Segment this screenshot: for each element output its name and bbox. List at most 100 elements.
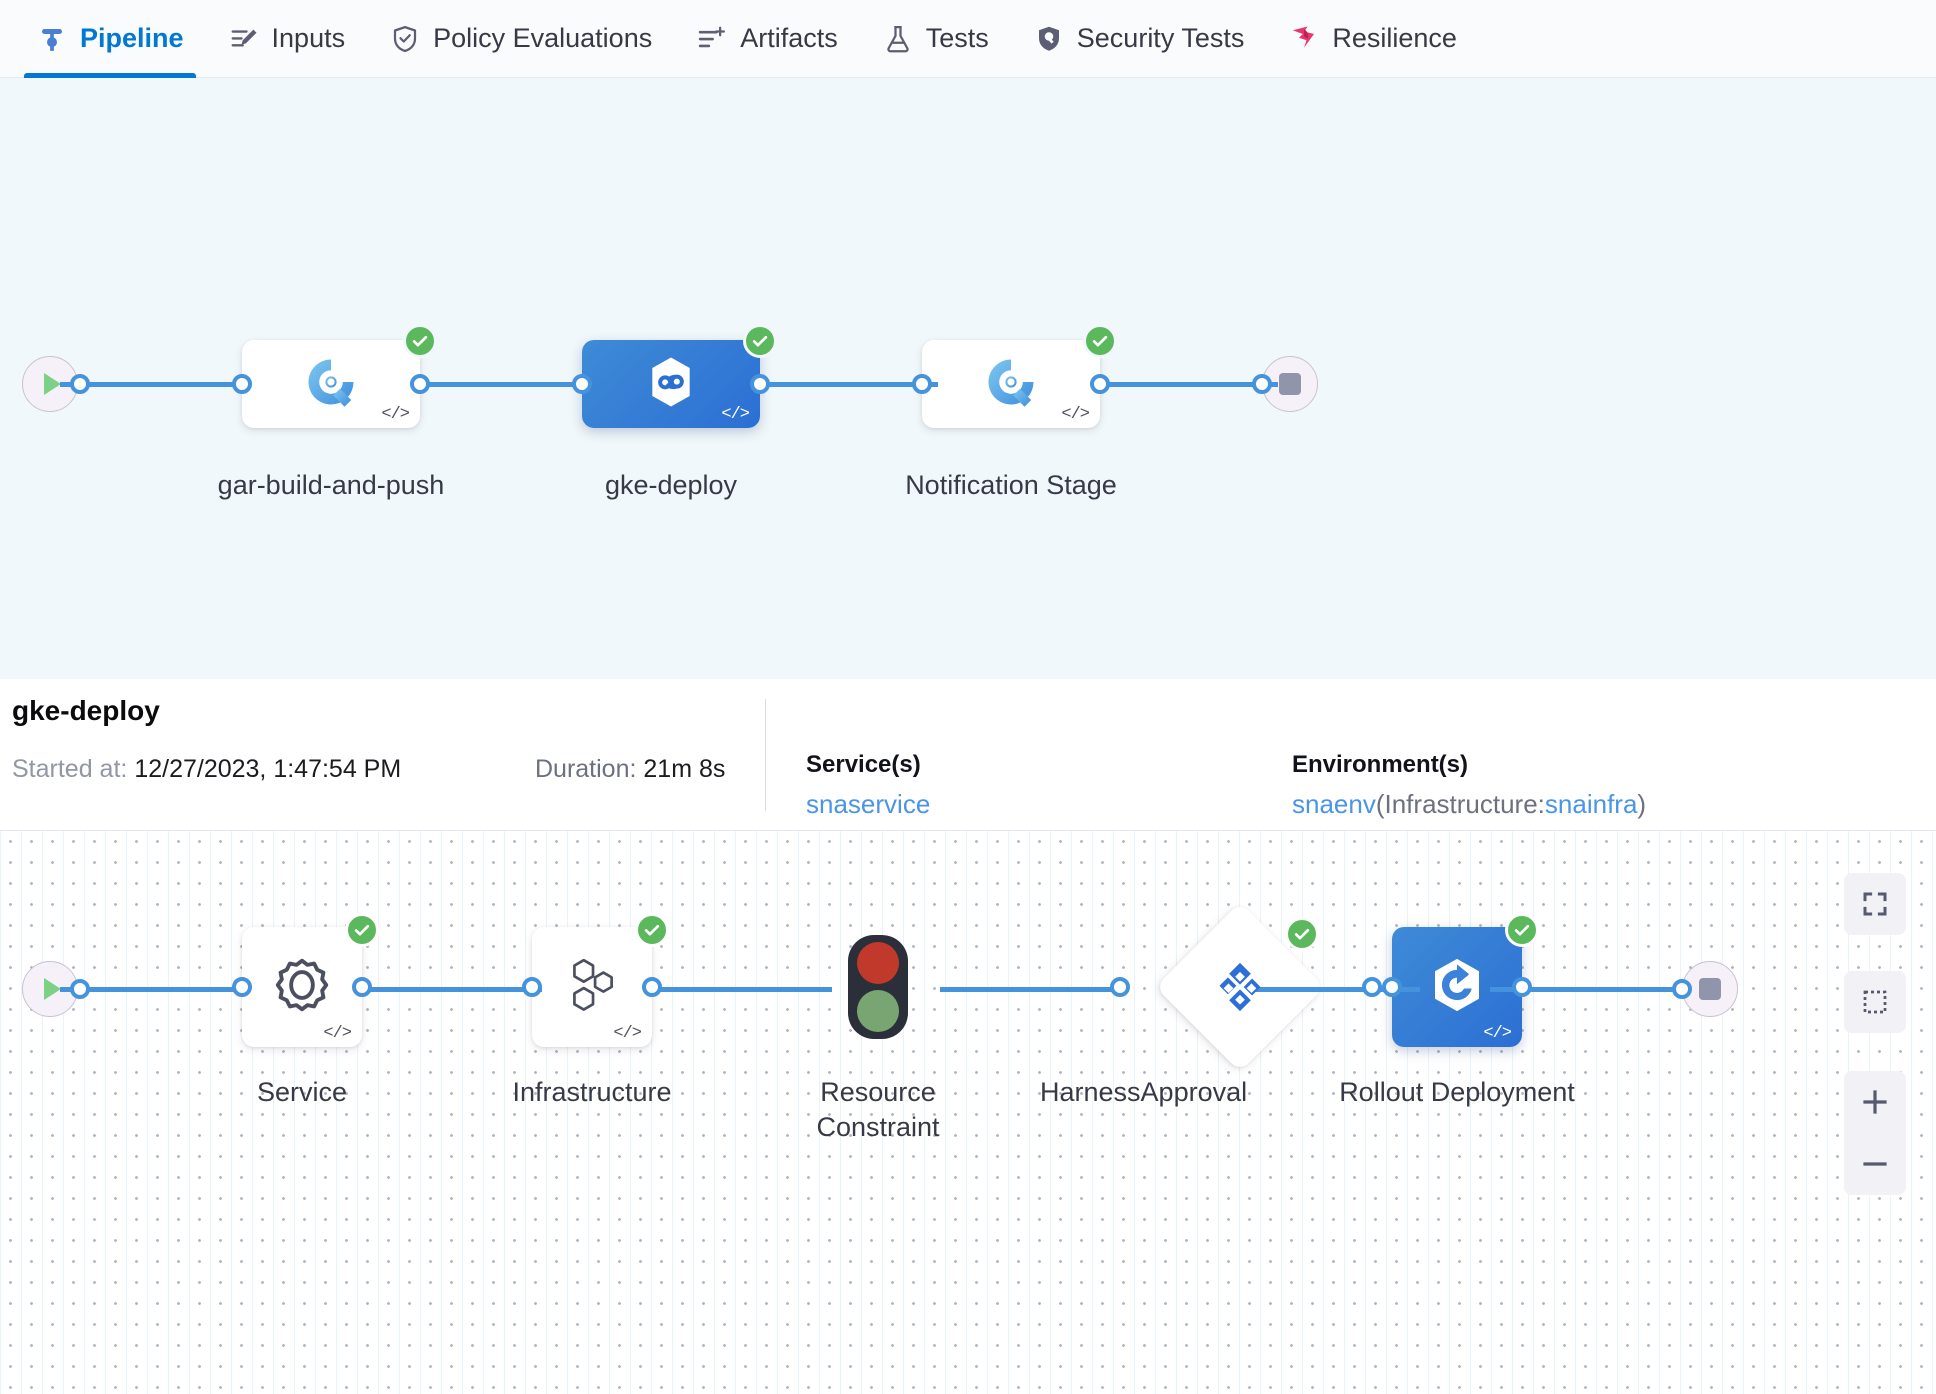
stage-card-selected[interactable]: </> bbox=[582, 340, 760, 428]
node-port-in[interactable] bbox=[232, 374, 252, 394]
duration-value: 21m 8s bbox=[643, 755, 726, 783]
pipeline-stage-node-notification-stage[interactable]: </> bbox=[912, 324, 1117, 428]
play-icon bbox=[43, 978, 61, 1000]
stage-card[interactable]: </> bbox=[922, 340, 1100, 428]
pipeline-icon bbox=[36, 23, 68, 55]
step-edge bbox=[940, 987, 1120, 992]
tab-policy-evaluations[interactable]: Policy Evaluations bbox=[367, 0, 674, 78]
code-icon[interactable]: </> bbox=[381, 405, 410, 424]
duration-label: Duration: bbox=[535, 755, 637, 783]
selection-box-button[interactable] bbox=[1844, 971, 1906, 1033]
harness-approval-icon bbox=[1209, 956, 1271, 1018]
environment-close-paren: ) bbox=[1637, 789, 1647, 819]
node-port-in[interactable] bbox=[572, 374, 592, 394]
pipeline-edge bbox=[418, 382, 588, 387]
node-port[interactable] bbox=[70, 374, 90, 394]
status-badge-success bbox=[635, 913, 669, 947]
stage-label-gke-deploy: gke-deploy bbox=[604, 470, 738, 500]
zoom-out-button[interactable] bbox=[1844, 1133, 1906, 1195]
tab-resilience-label: Resilience bbox=[1332, 23, 1457, 53]
node-port-in[interactable] bbox=[522, 977, 542, 997]
node-port-out[interactable] bbox=[750, 374, 770, 394]
node-port-out[interactable] bbox=[410, 374, 430, 394]
step-label-resource-constraint: Resource Constraint bbox=[816, 1077, 940, 1142]
step-card[interactable]: </> bbox=[532, 927, 652, 1047]
execution-step-node-service[interactable]: </> bbox=[232, 913, 379, 1047]
gcp-build-icon bbox=[304, 355, 358, 414]
execution-step-node-harnessapproval[interactable] bbox=[1110, 902, 1382, 1072]
execution-end-node[interactable] bbox=[1672, 961, 1738, 1017]
hexagon-cluster-icon bbox=[561, 954, 623, 1021]
pipeline-stage-canvas[interactable]: </> </> bbox=[0, 78, 1936, 679]
node-port-out[interactable] bbox=[1512, 977, 1532, 997]
tab-security-tests[interactable]: Security Tests bbox=[1011, 0, 1267, 78]
pipeline-stage-node-gar-build-and-push[interactable]: </> bbox=[232, 324, 437, 428]
started-at-row: Started at: 12/27/2023, 1:47:54 PM bbox=[12, 755, 401, 784]
step-edge bbox=[362, 987, 542, 992]
code-icon[interactable]: </> bbox=[1483, 1024, 1512, 1043]
execution-step-canvas[interactable]: </> </> bbox=[0, 831, 1936, 1394]
artifacts-list-plus-icon bbox=[696, 23, 728, 55]
service-link[interactable]: snaservice bbox=[806, 789, 931, 819]
resilience-icon bbox=[1288, 23, 1320, 55]
node-port[interactable] bbox=[1672, 979, 1692, 999]
step-edge bbox=[60, 987, 250, 992]
node-port-in[interactable] bbox=[232, 977, 252, 997]
fit-screen-icon[interactable] bbox=[1844, 873, 1906, 935]
step-label-infrastructure: Infrastructure bbox=[512, 1077, 672, 1107]
tab-tests[interactable]: Tests bbox=[860, 0, 1011, 78]
tab-pipeline[interactable]: Pipeline bbox=[14, 0, 206, 78]
pipeline-start-node[interactable] bbox=[22, 356, 90, 412]
execution-start-node[interactable] bbox=[22, 961, 90, 1017]
node-port[interactable] bbox=[70, 979, 90, 999]
pipeline-stage-node-gke-deploy[interactable]: </> bbox=[572, 324, 777, 428]
node-port-out[interactable] bbox=[1090, 374, 1110, 394]
pipeline-execution-tabbar: Pipeline Inputs Policy Evaluations Artif… bbox=[0, 0, 1936, 78]
step-edge bbox=[652, 987, 832, 992]
zoom-in-button[interactable] bbox=[1844, 1071, 1906, 1133]
environment-link[interactable]: snaenv bbox=[1292, 789, 1376, 819]
step-edge bbox=[1250, 987, 1420, 992]
node-port-in[interactable] bbox=[1110, 977, 1130, 997]
status-badge-success bbox=[1083, 324, 1117, 358]
stage-label-gar-build-and-push: gar-build-and-push bbox=[217, 470, 445, 500]
step-label-harnessapproval: HarnessApproval bbox=[1040, 1077, 1248, 1107]
code-icon[interactable]: </> bbox=[613, 1024, 642, 1043]
step-label-rollout-deployment: Rollout Deployment bbox=[1339, 1077, 1575, 1107]
step-card[interactable]: </> bbox=[242, 927, 362, 1047]
page-title: gke-deploy bbox=[12, 695, 160, 726]
code-icon[interactable]: </> bbox=[721, 405, 750, 424]
infrastructure-link[interactable]: snainfra bbox=[1544, 789, 1638, 819]
node-port-in[interactable] bbox=[1382, 977, 1402, 997]
pipeline-edge bbox=[60, 382, 250, 387]
node-port[interactable] bbox=[1252, 374, 1272, 394]
detail-divider bbox=[765, 699, 766, 811]
code-icon[interactable]: </> bbox=[1061, 405, 1090, 424]
tab-pipeline-label: Pipeline bbox=[80, 23, 184, 53]
pipeline-edge bbox=[758, 382, 938, 387]
inputs-icon bbox=[228, 23, 260, 55]
security-shield-icon bbox=[1033, 23, 1065, 55]
node-port-out[interactable] bbox=[352, 977, 372, 997]
fit-to-screen-button[interactable] bbox=[1844, 873, 1906, 935]
flask-icon bbox=[882, 23, 914, 55]
pipeline-end-node[interactable] bbox=[1252, 356, 1318, 412]
traffic-light-red bbox=[857, 941, 899, 984]
node-port-in[interactable] bbox=[912, 374, 932, 394]
execution-step-node-infrastructure[interactable]: </> bbox=[522, 913, 669, 1047]
code-icon[interactable]: </> bbox=[323, 1024, 352, 1043]
stage-card[interactable]: </> bbox=[242, 340, 420, 428]
tab-inputs[interactable]: Inputs bbox=[206, 0, 368, 78]
status-badge-success bbox=[1285, 917, 1319, 951]
zoom-controls[interactable] bbox=[1844, 1071, 1906, 1195]
dashed-box-icon[interactable] bbox=[1844, 971, 1906, 1033]
tab-resilience[interactable]: Resilience bbox=[1266, 0, 1479, 78]
policy-shield-check-icon bbox=[389, 23, 421, 55]
tab-artifacts[interactable]: Artifacts bbox=[674, 0, 860, 78]
node-port-out[interactable] bbox=[642, 977, 662, 997]
status-badge-success bbox=[1505, 913, 1539, 947]
node-port-out[interactable] bbox=[1362, 977, 1382, 997]
play-icon bbox=[43, 373, 61, 395]
stop-icon bbox=[1279, 373, 1301, 395]
rollout-deployment-icon bbox=[1424, 952, 1490, 1023]
